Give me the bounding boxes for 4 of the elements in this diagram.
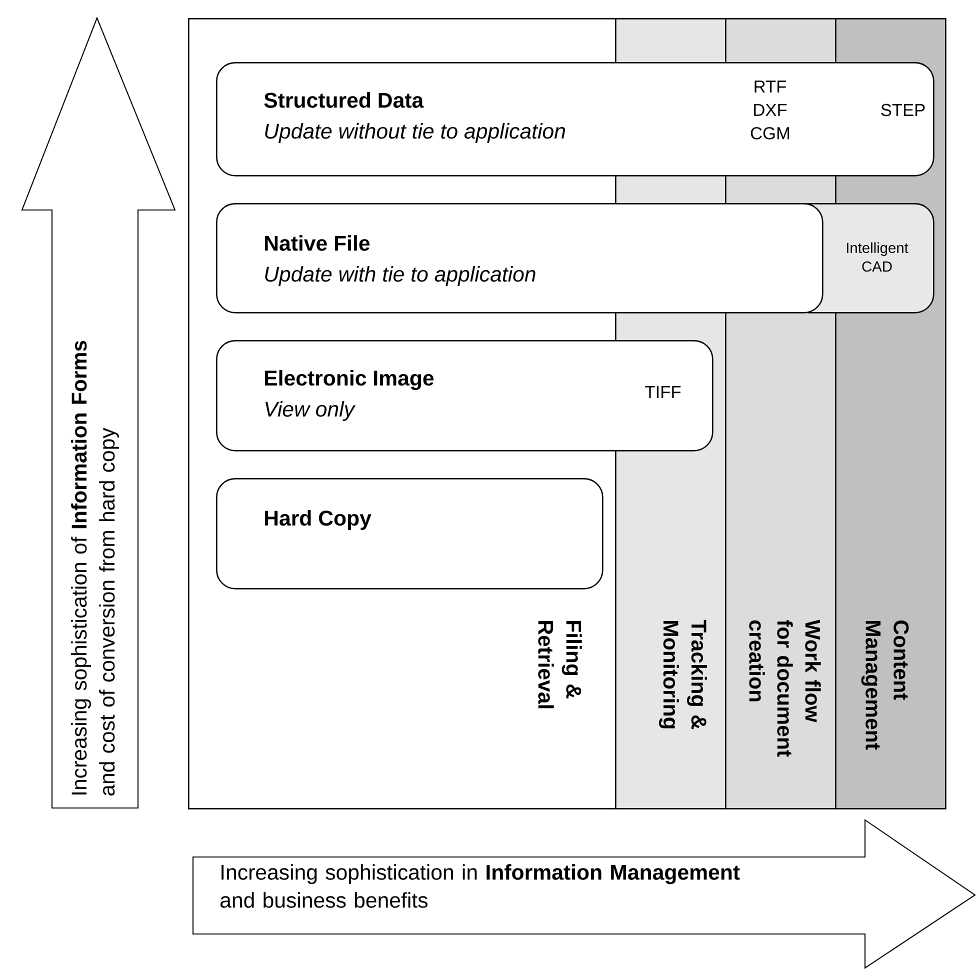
rounded-box: Electronic Image View only TIFF bbox=[216, 340, 714, 452]
rounded-box: Hard Copy bbox=[216, 478, 604, 590]
rounded-box: Structured Data Update without tie to application RTF DXF CGM STEP bbox=[216, 62, 934, 176]
rounded-box: Native File Update with tie to application bbox=[216, 203, 824, 314]
